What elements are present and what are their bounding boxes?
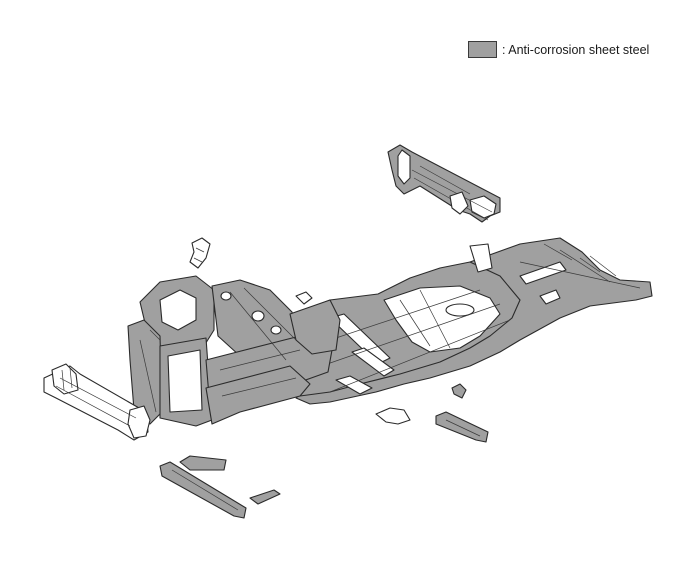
front-structure xyxy=(127,275,341,427)
bracket-right-small xyxy=(451,383,467,399)
legend-label: : Anti-corrosion sheet steel xyxy=(502,42,650,57)
lower-rail-short xyxy=(249,489,281,505)
small-clip xyxy=(295,291,313,305)
front-bracket-upper xyxy=(189,237,211,269)
anti-corrosion-swatch-icon xyxy=(468,41,497,58)
legend: : Anti-corrosion sheet steel xyxy=(468,41,649,58)
lower-rail-long xyxy=(159,461,247,519)
front-bumper-beam xyxy=(43,363,151,441)
rear-cross-member xyxy=(387,144,501,223)
rear-floor-reinforcement xyxy=(435,411,489,443)
bracket-center xyxy=(375,407,411,425)
main-underbody xyxy=(285,237,653,405)
lower-rail-front xyxy=(179,455,227,471)
